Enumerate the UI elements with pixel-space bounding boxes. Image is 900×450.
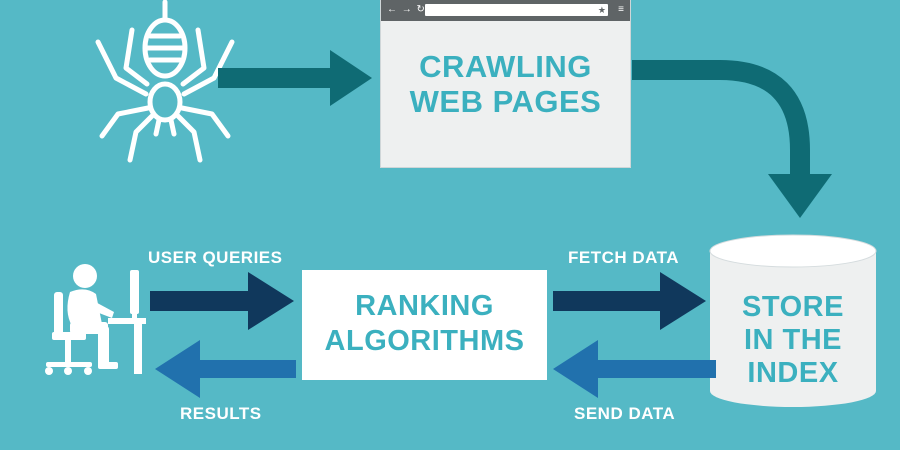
browser-toolbar: ← → ↻ ★ ≡ <box>381 0 630 21</box>
spider-icon <box>95 0 235 163</box>
ranking-algorithms-box: RANKING ALGORITHMS <box>302 270 547 380</box>
crawling-web-pages-window: ← → ↻ ★ ≡ CRAWLING WEB PAGES <box>380 0 631 168</box>
ranking-algorithms-label: RANKING ALGORITHMS <box>302 289 547 359</box>
in-the-line: IN THE <box>743 324 843 356</box>
menu-icon: ≡ <box>618 4 624 15</box>
index-line: INDEX <box>747 357 839 389</box>
bookmark-icon: ★ <box>597 5 606 15</box>
browser-nav-icons: ← → ↻ <box>387 4 426 15</box>
store-line: STORE <box>742 291 844 323</box>
algorithms-line: ALGORITHMS <box>324 325 525 357</box>
send-data-label: SEND DATA <box>574 404 676 423</box>
web-pages-line: WEB PAGES <box>409 84 602 119</box>
ranking-line: RANKING <box>355 290 494 322</box>
user-queries-label: USER QUERIES <box>148 248 283 267</box>
crawling-line: CRAWLING <box>419 49 592 84</box>
crawling-web-pages-label: CRAWLING WEB PAGES <box>381 49 630 119</box>
results-label: RESULTS <box>180 404 262 423</box>
browser-address-bar <box>425 4 608 16</box>
store-in-the-index-label: STORE IN THE INDEX <box>718 291 868 390</box>
fetch-data-label: FETCH DATA <box>568 248 680 267</box>
user-at-computer-icon <box>45 264 146 375</box>
